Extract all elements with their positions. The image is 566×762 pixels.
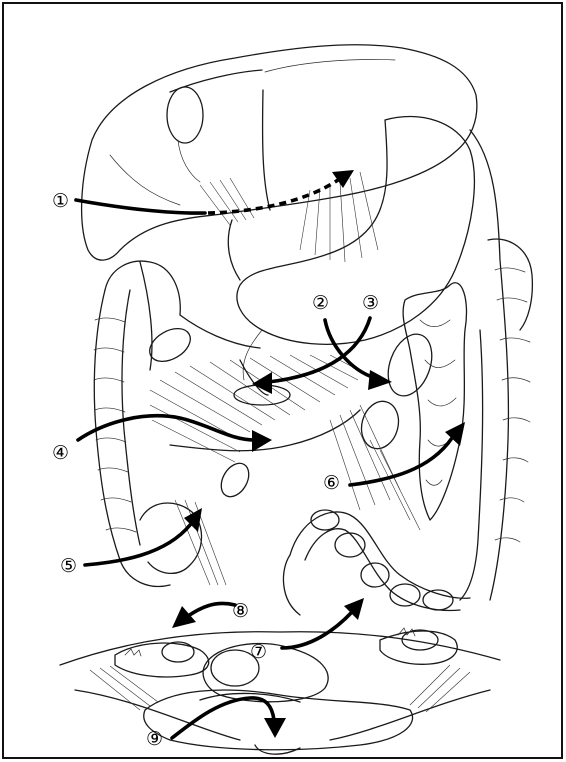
marker-8: ⑧ (232, 600, 249, 622)
marker-7: ⑦ (250, 641, 267, 663)
lesser-omentum (200, 172, 378, 262)
descending-colon (460, 130, 532, 600)
hepatic-flexure (105, 261, 196, 370)
arrow-7 (282, 612, 352, 648)
arrow-3 (268, 318, 370, 382)
arrow-8 (188, 603, 235, 616)
arrows (76, 170, 465, 738)
cecum (140, 500, 226, 585)
ascending-colon (94, 290, 170, 586)
arrow-9 (172, 698, 274, 738)
arrow-1-head (332, 170, 354, 188)
marker-4: ④ (52, 442, 69, 464)
arrow-9-head (264, 718, 286, 738)
arrow-8-head (172, 606, 196, 628)
marker-5: ⑤ (60, 555, 77, 577)
gallbladder (167, 87, 203, 182)
arrow-3-head (252, 372, 272, 394)
sigmoid-colon (283, 510, 470, 615)
pancreas (403, 283, 466, 520)
markers: ① ② ③ ④ ⑤ ⑥ ⑦ ⑧ ⑨ (52, 190, 379, 750)
marker-3: ③ (362, 292, 379, 314)
liver (82, 45, 477, 260)
marker-1: ① (52, 190, 69, 212)
left-adnexa (115, 642, 209, 677)
arrow-1-solid (76, 200, 205, 213)
stomach (228, 117, 474, 380)
marker-9: ⑨ (146, 728, 163, 750)
marker-6: ⑥ (323, 472, 340, 494)
marker-2: ② (312, 292, 329, 314)
